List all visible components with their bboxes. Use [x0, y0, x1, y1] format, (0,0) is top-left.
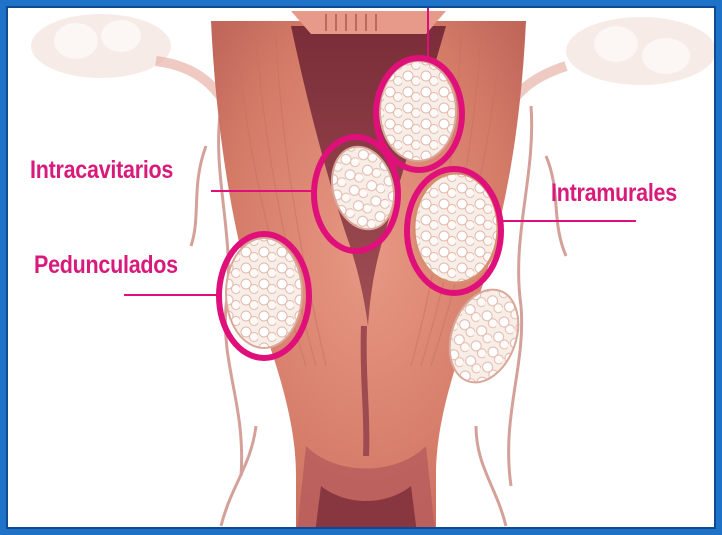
label-pedunculados: Pedunculados [34, 251, 178, 280]
right-ovary [566, 17, 716, 85]
fibroid-pedunculated [226, 238, 302, 348]
left-ovary [31, 14, 171, 78]
label-intramurales: Intramurales [551, 179, 677, 208]
label-intracavitarios: Intracavitarios [30, 156, 173, 185]
fibroid-top [380, 61, 456, 161]
